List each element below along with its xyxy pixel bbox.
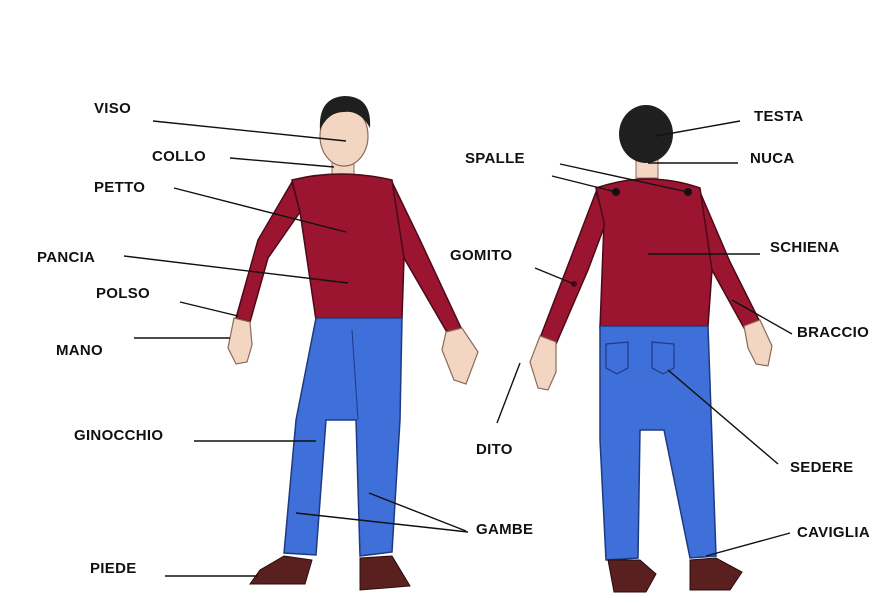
front-left-arm bbox=[236, 182, 300, 322]
label-nuca: NUCA bbox=[750, 151, 795, 166]
label-viso: VISO bbox=[94, 101, 131, 116]
label-dito: DITO bbox=[476, 442, 513, 457]
front-left-hand bbox=[228, 318, 252, 364]
label-sedere: SEDERE bbox=[790, 460, 854, 475]
label-caviglia: CAVIGLIA bbox=[797, 525, 870, 540]
caviglia-line bbox=[706, 533, 790, 556]
front-figure bbox=[228, 96, 478, 590]
front-left-shoe bbox=[250, 556, 312, 584]
front-right-hand bbox=[442, 328, 478, 384]
viso-line bbox=[153, 121, 346, 141]
label-polso: POLSO bbox=[96, 286, 150, 301]
label-braccio: BRACCIO bbox=[797, 325, 869, 340]
front-jeans bbox=[284, 318, 402, 556]
collo-line bbox=[230, 158, 334, 167]
label-petto: PETTO bbox=[94, 180, 145, 195]
label-pancia: PANCIA bbox=[37, 250, 95, 265]
dito-line bbox=[497, 363, 520, 423]
back-figure bbox=[530, 105, 772, 592]
label-ginocchio: GINOCCHIO bbox=[74, 428, 163, 443]
label-mano: MANO bbox=[56, 343, 103, 358]
back-right-hand bbox=[744, 320, 772, 366]
label-collo: COLLO bbox=[152, 149, 206, 164]
label-schiena: SCHIENA bbox=[770, 240, 840, 255]
label-testa: TESTA bbox=[754, 109, 804, 124]
label-gomito: GOMITO bbox=[450, 248, 512, 263]
back-left-shoe bbox=[608, 560, 656, 592]
back-right-shoe bbox=[690, 558, 742, 590]
back-left-arm bbox=[540, 192, 606, 344]
label-gambe: GAMBE bbox=[476, 522, 533, 537]
front-torso bbox=[292, 174, 404, 320]
back-left-hand bbox=[530, 336, 556, 390]
label-piede: PIEDE bbox=[90, 561, 137, 576]
back-jeans bbox=[600, 326, 716, 560]
polso-line bbox=[180, 302, 238, 316]
label-spalle: SPALLE bbox=[465, 151, 525, 166]
front-right-shoe bbox=[360, 556, 410, 590]
